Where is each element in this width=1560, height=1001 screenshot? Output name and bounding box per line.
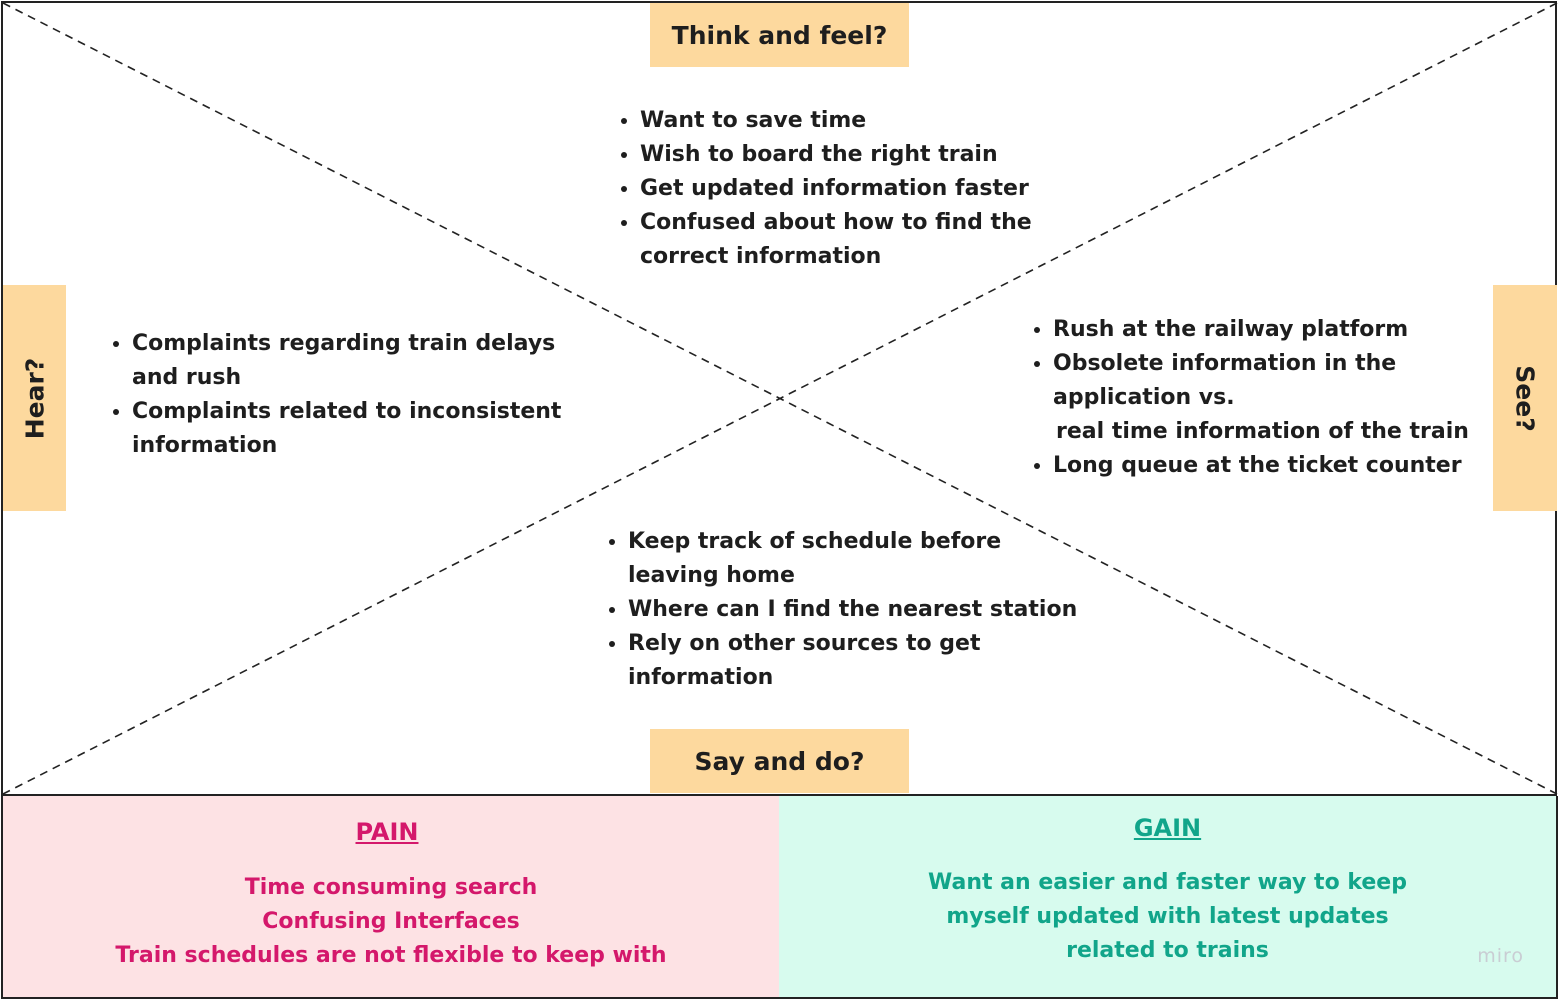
say-and-do-list: Keep track of schedule before leaving ho… [606, 525, 1098, 695]
pain-line: Confusing Interfaces [262, 909, 520, 934]
list-item: Confused about how to find the correct i… [640, 206, 1080, 274]
diagonal-top-right-to-bottom-left [2, 2, 1558, 795]
think-and-feel-label: Think and feel? [650, 3, 909, 67]
see-list: Rush at the railway platform Obsolete in… [1031, 313, 1523, 483]
pain-title: PAIN [355, 818, 419, 846]
gain-line: Want an easier and faster way to keep [928, 870, 1407, 895]
list-item: Where can I find the nearest station [628, 593, 1098, 627]
miro-watermark: miro [1477, 945, 1524, 967]
list-item: Obsolete information in the application … [1053, 347, 1523, 449]
gain-line: myself updated with latest updates [946, 904, 1389, 929]
list-item: Rush at the railway platform [1053, 313, 1523, 347]
hear-list: Complaints regarding train delays and ru… [110, 327, 592, 463]
gain-lines: Want an easier and faster way to keep my… [779, 866, 1556, 968]
diagonal-dividers [2, 2, 1558, 795]
list-item: Keep track of schedule before leaving ho… [628, 525, 1098, 593]
hear-label: Hear? [3, 285, 66, 511]
list-item: Want to save time [640, 104, 1080, 138]
list-item-text: Obsolete information in the application … [1053, 351, 1397, 410]
pain-lines: Time consuming search Confusing Interfac… [3, 871, 779, 973]
list-item: Complaints related to inconsistent infor… [132, 395, 592, 463]
pain-panel: PAIN Time consuming search Confusing Int… [1, 796, 779, 999]
say-and-do-label: Say and do? [650, 729, 909, 793]
think-and-feel-list: Want to save time Wish to board the righ… [618, 104, 1080, 274]
pain-line: Time consuming search [244, 875, 538, 900]
hear-label-text: Hear? [20, 357, 49, 439]
list-item: Get updated information faster [640, 172, 1080, 206]
list-item: Wish to board the right train [640, 138, 1080, 172]
gain-title: GAIN [1133, 814, 1202, 842]
list-item: Complaints regarding train delays and ru… [132, 327, 592, 395]
list-item-continuation: real time information of the train [1056, 419, 1469, 444]
see-label: See? [1493, 285, 1557, 511]
gain-panel: GAIN Want an easier and faster way to ke… [779, 796, 1558, 999]
pain-line: Train schedules are not flexible to keep… [115, 943, 667, 968]
list-item: Long queue at the ticket counter [1053, 449, 1523, 483]
list-item: Rely on other sources to get information [628, 627, 1098, 695]
say-and-do-label-text: Say and do? [694, 746, 865, 776]
think-and-feel-label-text: Think and feel? [671, 20, 888, 50]
gain-line: related to trains [1066, 938, 1269, 963]
